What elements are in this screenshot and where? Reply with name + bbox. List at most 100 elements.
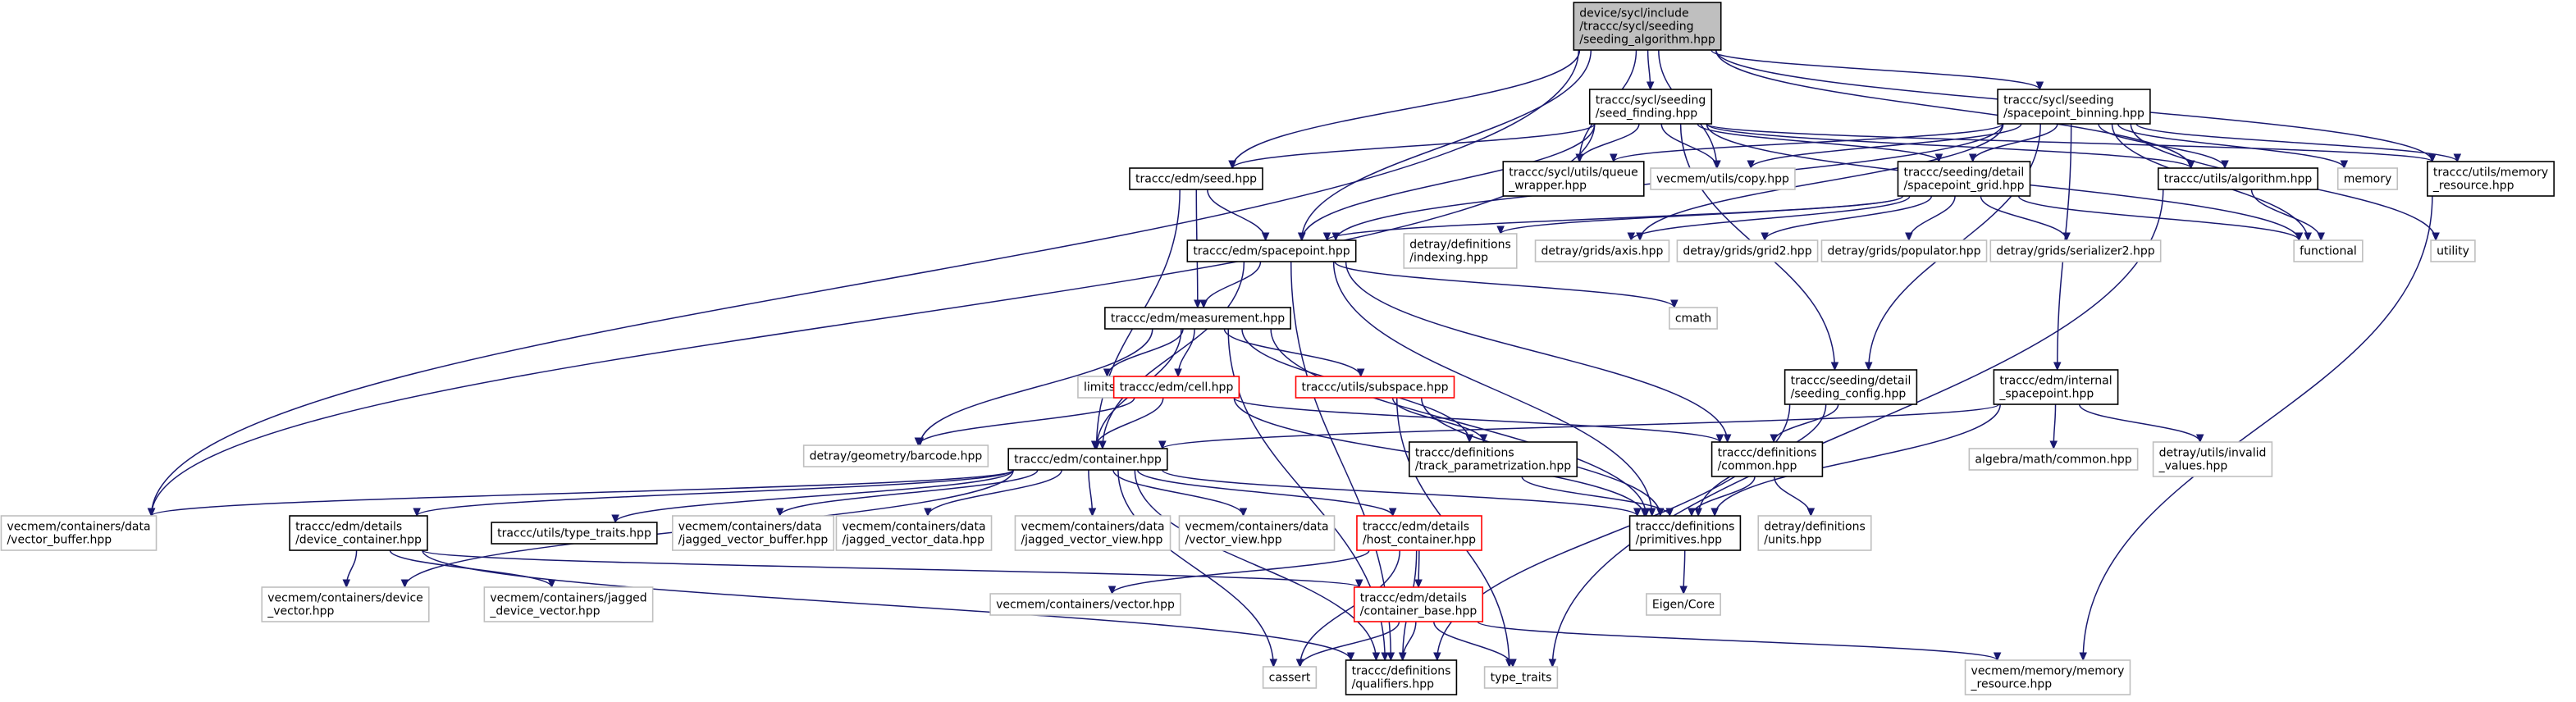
node-label-line: /seeding_algorithm.hpp <box>1579 34 1715 47</box>
node-box <box>2336 167 2399 190</box>
node-label-line: detray/utils/invalid <box>2159 447 2267 460</box>
edge-line <box>1710 49 2041 90</box>
edge-seed_finding-to-spacepoint <box>1298 123 1596 242</box>
edge-arrowhead <box>1761 232 1769 242</box>
edge-container_base-to-mm_res <box>1477 621 2002 662</box>
node-traccc-edm-internal-spacepoint-hpp[interactable]: traccc/edm/internal_spacepoint.hpp <box>1993 369 2119 405</box>
node-label-line: functional <box>2300 245 2357 258</box>
edge-line <box>1299 549 1401 668</box>
node-traccc-sycl-utils-queue-wrapper-hpp[interactable]: traccc/sycl/utils/queue_wrapper.hpp <box>1502 161 1645 197</box>
edge-arrowhead <box>1228 160 1237 170</box>
node-device-sycl-include-traccc-sycl-seeding-seeding-algorithm-hpp[interactable]: device/sycl/include/traccc/sycl/seeding/… <box>1573 2 1722 51</box>
node-traccc-definitions-common-hpp[interactable]: traccc/definitions/common.hpp <box>1710 441 1824 477</box>
node-traccc-edm-spacepoint-hpp[interactable]: traccc/edm/spacepoint.hpp <box>1186 239 1357 262</box>
node-box <box>671 515 835 551</box>
node-box <box>802 444 989 467</box>
node-label-line: traccc/edm/measurement.hpp <box>1111 312 1285 326</box>
node-label-line: /device_container.hpp <box>295 534 422 547</box>
edge-arrowhead <box>775 508 784 517</box>
node-traccc-seeding-detail-seeding-config-hpp[interactable]: traccc/seeding/detail/seeding_config.hpp <box>1784 369 1918 405</box>
node-label-line: algebra/math/common.hpp <box>1975 454 2131 467</box>
edge-arrowhead <box>1548 659 1557 668</box>
edge-internal_sp-to-primitives <box>1710 403 2001 517</box>
node-traccc-seeding-detail-spacepoint-grid-hpp[interactable]: traccc/seeding/detail/spacepoint_grid.hp… <box>1897 161 2031 197</box>
node-traccc-edm-details-host-container-hpp[interactable]: traccc/edm/details/host_container.hpp <box>1356 515 1482 551</box>
edge-arrowhead <box>2053 362 2062 372</box>
edge-sp_binning-to-utils_alg <box>2098 123 2229 170</box>
node-traccc-sycl-seeding-spacepoint-binning-hpp[interactable]: traccc/sycl/seeding/spacepoint_binning.h… <box>1997 89 2151 125</box>
edge-arrowhead <box>1770 434 1778 444</box>
edge-utils_alg-to-type_traits <box>1548 189 2164 668</box>
node-traccc-edm-container-hpp[interactable]: traccc/edm/container.hpp <box>1007 448 1168 471</box>
node-traccc-edm-cell-hpp[interactable]: traccc/edm/cell.hpp <box>1112 376 1240 399</box>
edge-arrowhead <box>1158 440 1167 450</box>
node-label-line: _vector.hpp <box>267 605 334 618</box>
edge-spacepoint-to-measurement <box>1199 261 1262 309</box>
node-label-line: /units.hpp <box>1764 534 1821 547</box>
edge-arrowhead <box>1108 586 1117 595</box>
node-label-line: traccc/definitions <box>1718 447 1817 460</box>
node-traccc-utils-algorithm-hpp[interactable]: traccc/utils/algorithm.hpp <box>2157 167 2319 190</box>
edge-arrowhead <box>1715 434 1724 444</box>
nodes-layer: device/sycl/include/traccc/sycl/seeding/… <box>0 2 2555 695</box>
edge-line <box>416 469 1014 517</box>
node-traccc-utils-subspace-hpp[interactable]: traccc/utils/subspace.hpp <box>1295 376 1455 399</box>
node-traccc-definitions-primitives-hpp[interactable]: traccc/definitions/primitives.hpp <box>1628 515 1742 551</box>
node-box <box>1356 515 1482 551</box>
node-traccc-definitions-track-parametrization-hpp[interactable]: traccc/definitions/track_parametrization… <box>1409 441 1578 477</box>
node-label-line: vecmem/utils/copy.hpp <box>1656 173 1789 186</box>
node-label-line: /container_base.hpp <box>1360 605 1478 618</box>
edge-line <box>1106 328 1184 377</box>
node-label-line: detray/definitions <box>1409 239 1511 252</box>
node-traccc-utils-memory-resource-hpp[interactable]: traccc/utils/memory_resource.hpp <box>2427 161 2555 197</box>
node-label-line: type_traits <box>1491 672 1552 685</box>
node-traccc-edm-details-container-base-hpp[interactable]: traccc/edm/details/container_base.hpp <box>1353 586 1484 622</box>
node-label-line: /vector_buffer.hpp <box>7 534 112 547</box>
node-vecmem-containers-data-vector-view-hpp: vecmem/containers/data/vector_view.hpp <box>1178 515 1336 551</box>
edge-common-to-primitives <box>1688 476 1756 517</box>
node-traccc-sycl-seeding-seed-finding-hpp[interactable]: traccc/sycl/seeding/seed_finding.hpp <box>1588 89 1713 125</box>
edge-arrowhead <box>1710 508 1719 517</box>
edge-container-to-type_traits_hpp <box>611 469 1014 524</box>
edge-cell-to-common <box>1233 397 1724 444</box>
edge-arrowhead <box>2079 652 2087 662</box>
edge-arrowhead <box>1386 652 1395 662</box>
node-label-line: cassert <box>1269 672 1311 685</box>
node-traccc-definitions-qualifiers-hpp[interactable]: traccc/definitions/qualifiers.hpp <box>1345 659 1458 695</box>
node-label-line: vecmem/containers/device <box>267 592 423 605</box>
node-label-line: traccc/sycl/utils/queue <box>1509 166 1638 180</box>
node-traccc-edm-seed-hpp[interactable]: traccc/edm/seed.hpp <box>1129 167 1263 190</box>
node-traccc-utils-type-traits-hpp[interactable]: traccc/utils/type_traits.hpp <box>491 522 658 545</box>
edge-host_container-to-container_base <box>1414 549 1423 589</box>
node-box <box>261 586 430 622</box>
node-type-traits: type_traits <box>1483 666 1559 689</box>
node-box <box>1112 376 1240 399</box>
node-label-line: Eigen/Core <box>1652 599 1715 612</box>
node-traccc-edm-measurement-hpp[interactable]: traccc/edm/measurement.hpp <box>1104 307 1291 330</box>
edge-measurement-to-limits <box>1103 328 1184 378</box>
node-label-line: /jagged_vector_buffer.hpp <box>678 534 829 547</box>
node-box <box>1669 307 1718 330</box>
node-label-line: utility <box>2437 245 2469 258</box>
node-label-line: /track_parametrization.hpp <box>1415 460 1571 473</box>
edge-line <box>1630 195 1911 241</box>
edge-internal_sp-to-invalid_values <box>2078 403 2204 444</box>
node-box <box>1129 167 1263 190</box>
edge-arrowhead <box>1199 299 1208 309</box>
edge-line <box>1714 403 2001 517</box>
edge-container_base-to-type_traits <box>1433 621 1517 668</box>
edge-line <box>1706 123 2192 169</box>
node-label-line: /host_container.hpp <box>1363 534 1476 547</box>
edge-device_container-to-device_vector <box>342 549 358 589</box>
edge-arrowhead <box>1346 652 1355 662</box>
node-functional: functional <box>2293 239 2364 262</box>
edge-arrowhead <box>611 514 619 524</box>
node-label-line: /traccc/sycl/seeding <box>1579 21 1693 34</box>
edge-arrowhead <box>1414 579 1423 589</box>
edge-arrowhead <box>1747 160 1756 170</box>
node-box <box>1502 161 1645 197</box>
node-traccc-edm-details-device-container-hpp[interactable]: traccc/edm/details/device_container.hpp <box>289 515 428 551</box>
node-label-line: traccc/definitions <box>1415 447 1514 460</box>
edge-arrowhead <box>1354 579 1363 589</box>
edge-container-to-jvv <box>1088 469 1097 517</box>
